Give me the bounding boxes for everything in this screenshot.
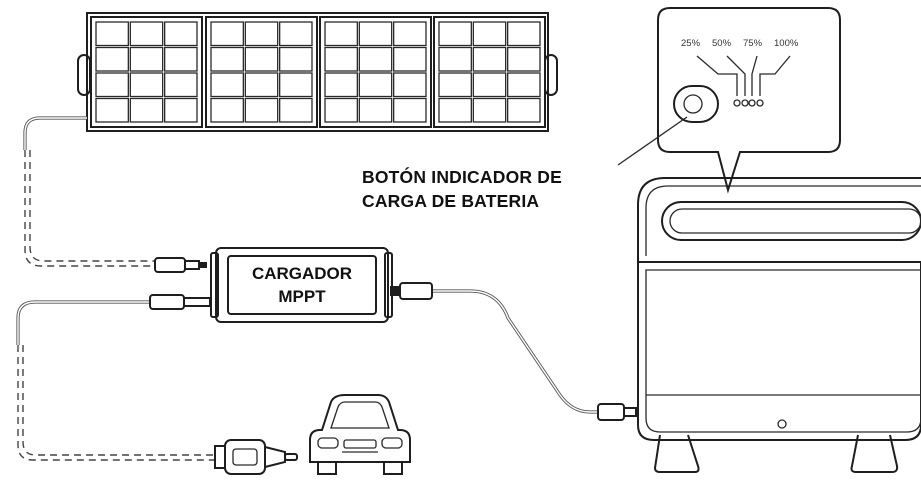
indicator-callout: 25% 50% 75% 100% (657, 7, 841, 194)
solar-panel-section (319, 16, 432, 128)
solar-cell (279, 97, 313, 123)
solar-cell (244, 46, 279, 72)
level-100-label: 100% (774, 38, 799, 49)
solar-cell (472, 21, 507, 47)
solar-panel-section (433, 16, 546, 128)
button-caption-line2: CARGA DE BATERIA (362, 191, 539, 211)
led-100 (756, 99, 764, 107)
station-connector (597, 403, 637, 421)
solar-cell (358, 72, 393, 98)
solar-cell (438, 21, 472, 47)
solar-cell (244, 21, 279, 47)
solar-cell (393, 97, 427, 123)
solar-cell (279, 21, 313, 47)
solar-cell (324, 72, 358, 98)
output-connector (390, 282, 433, 300)
solar-cell (393, 46, 427, 72)
solar-cell (129, 21, 164, 47)
solar-cell (164, 97, 198, 123)
solar-cell (438, 97, 472, 123)
led-25 (733, 99, 741, 107)
level-75-label: 75% (743, 38, 763, 49)
solar-cell (358, 97, 393, 123)
solar-cell (244, 72, 279, 98)
level-25-label: 25% (681, 38, 701, 49)
battery-indicator-button (673, 85, 719, 123)
solar-cell (324, 21, 358, 47)
car-icon (309, 394, 411, 475)
power-station-icon (637, 177, 921, 473)
solar-cell (438, 72, 472, 98)
solar-cell (279, 46, 313, 72)
solar-cell (507, 46, 541, 72)
solar-cell (358, 21, 393, 47)
solar-cell (358, 46, 393, 72)
output-cable (432, 289, 598, 414)
solar-cell (129, 72, 164, 98)
solar-cell (95, 72, 129, 98)
car-cable (16, 300, 215, 461)
solar-cell (279, 72, 313, 98)
mppt-charger: CARGADOR MPPT (210, 247, 393, 323)
solar-panel-section (205, 16, 318, 128)
solar-cell (393, 21, 427, 47)
solar-panel-section (90, 16, 203, 128)
button-caption-line1: BOTÓN INDICADOR DE (362, 166, 562, 187)
callout-leader-line (617, 116, 688, 166)
solar-cell (210, 46, 244, 72)
cigarette-plug-icon (214, 439, 298, 475)
solar-cell (95, 97, 129, 123)
solar-cell (472, 46, 507, 72)
solar-cell (164, 46, 198, 72)
charger-label-line1: CARGADOR (252, 264, 352, 283)
charger-label-line2: MPPT (278, 287, 326, 306)
solar-cell (472, 72, 507, 98)
solar-panel-icon (77, 12, 558, 132)
solar-cell (507, 21, 541, 47)
solar-cell (164, 21, 198, 47)
solar-cell (507, 97, 541, 123)
panel-cable (23, 116, 155, 267)
solar-cell (244, 97, 279, 123)
solar-cell (472, 97, 507, 123)
solar-cell (95, 46, 129, 72)
solar-cell (393, 72, 427, 98)
solar-cell (129, 97, 164, 123)
solar-cell (210, 21, 244, 47)
solar-cell (507, 72, 541, 98)
panel-connector (154, 257, 207, 273)
solar-cell (210, 97, 244, 123)
led-75 (748, 99, 756, 107)
solar-cell (164, 72, 198, 98)
solar-cell (95, 21, 129, 47)
solar-cell (324, 97, 358, 123)
solar-cell (129, 46, 164, 72)
level-50-label: 50% (712, 38, 732, 49)
solar-cell (438, 46, 472, 72)
solar-cell (324, 46, 358, 72)
led-50 (741, 99, 749, 107)
solar-cell (210, 72, 244, 98)
car-input-connector (149, 294, 211, 310)
